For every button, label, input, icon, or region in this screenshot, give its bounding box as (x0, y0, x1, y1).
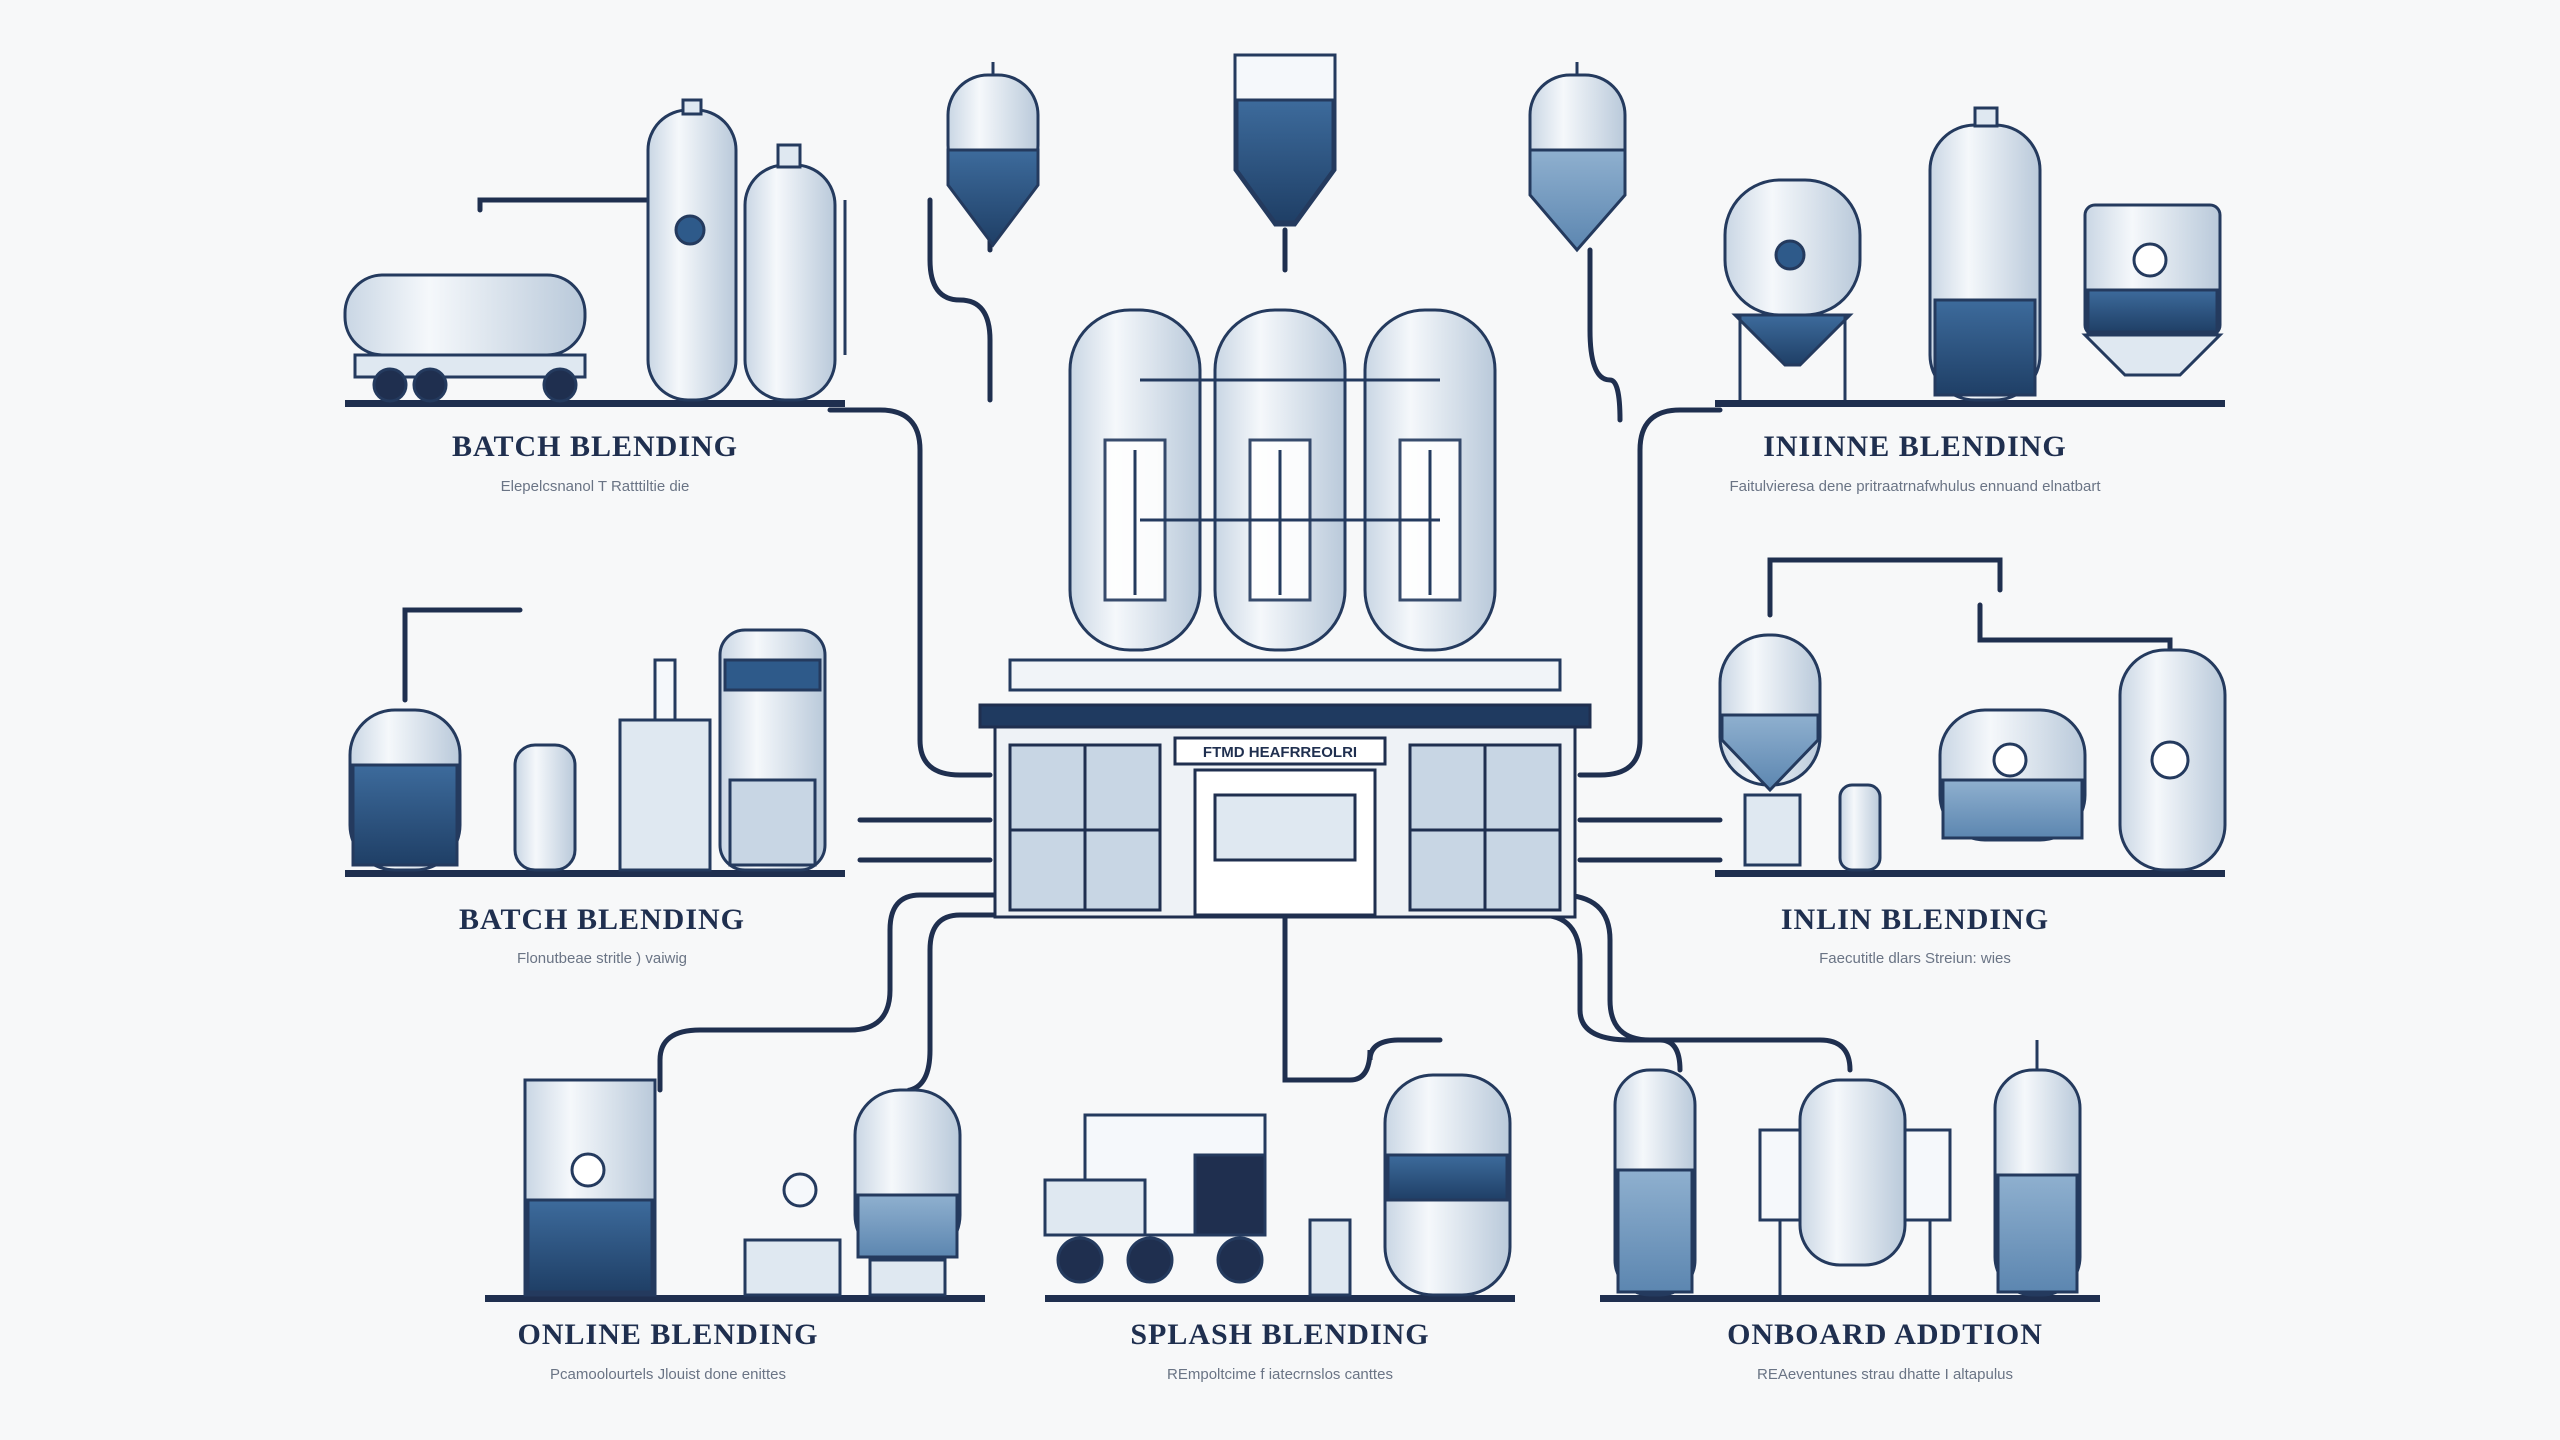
section-title-top-left: BATCH BLENDING (452, 430, 738, 463)
equipment-bottom-right (1613, 1040, 2082, 1297)
central-tanks (1008, 308, 1562, 692)
hopper-top-left (946, 62, 1040, 248)
tanker-truck (343, 273, 587, 403)
section-subtitle-top-right: Faitulvieresa dene pritraatrnafwhulus en… (1729, 478, 2101, 495)
equipment-middle-right (1718, 633, 2227, 872)
central-tank-right (1363, 308, 1497, 652)
section-subtitle-middle-right: Faecutitle dlars Streiun: wies (1819, 950, 2011, 967)
section-subtitle-bottom-center: REmpoltcime f iatecrnslos canttes (1167, 1366, 1393, 1383)
equipment-bottom-center (1043, 1073, 1512, 1297)
section-title-bottom-center: SPLASH BLENDING (1130, 1318, 1430, 1351)
section-subtitle-middle-left: Flonutbeae stritle ) vaiwig (516, 950, 688, 967)
section-title-middle-left: BATCH BLENDING (459, 903, 745, 936)
central-tank-left (1068, 308, 1202, 652)
central-building (978, 703, 1592, 919)
section-subtitle-top-left: Elepelcsnanol T Ratttiltie die (500, 478, 690, 495)
pipe-network (402, 137, 2173, 1113)
section-subtitle-bottom-right: REAeventunes strau dhatte I altapulus (1757, 1366, 2013, 1383)
section-title-bottom-right: ONBOARD ADDTION (1727, 1318, 2043, 1351)
equipment-bottom-left (523, 1078, 962, 1297)
section-subtitle-bottom-left: Pcamoolourtels Jlouist done enittes (550, 1366, 786, 1383)
equipment-top-left (343, 98, 847, 403)
building-sign: FTMD HEAFRREOLRI (1203, 744, 1357, 761)
equipment-top-right (1723, 106, 2224, 402)
section-title-top-right: INIINNE BLENDING (1763, 430, 2067, 463)
section-title-bottom-left: ONLINE BLENDING (517, 1318, 819, 1351)
equipment-middle-left (348, 628, 827, 872)
hopper-top-right (1528, 62, 1627, 253)
hopper-top-center (1233, 53, 1337, 227)
section-title-middle-right: INLIN BLENDING (1780, 903, 2050, 936)
central-tank-middle (1213, 308, 1347, 652)
platforms (345, 400, 2225, 1302)
